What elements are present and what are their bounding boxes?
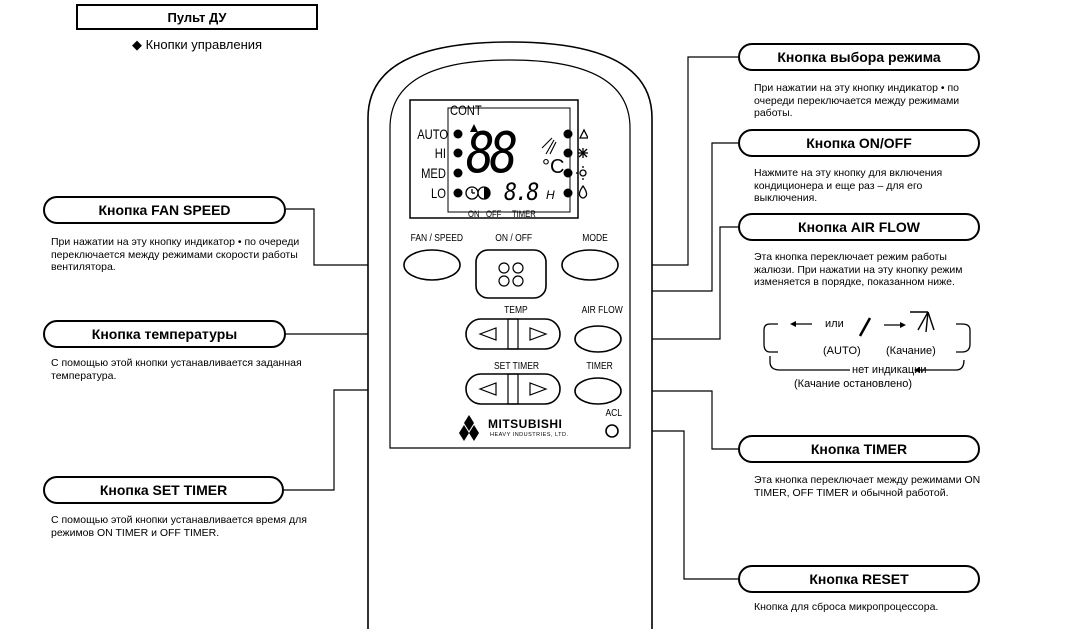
callout-temp-title: Кнопка температуры <box>43 320 286 348</box>
air-flow-button[interactable] <box>574 325 622 353</box>
acl-reset-button[interactable] <box>605 424 619 438</box>
label-on-off: ON / OFF <box>495 233 533 244</box>
snowflake-icon <box>578 148 588 158</box>
louver-swing-icon <box>910 311 935 333</box>
line-airflow <box>621 226 738 340</box>
on-off-circle-icon <box>498 262 510 274</box>
airflow-auto-label: (AUTO) <box>823 345 861 357</box>
callout-fan-speed-title: Кнопка FAN SPEED <box>43 196 286 224</box>
callout-reset-title: Кнопка RESET <box>738 565 980 593</box>
dot-auto-icon <box>453 129 463 139</box>
up-triangle-icon <box>470 124 478 132</box>
lcd-indicators <box>453 124 588 200</box>
callout-reset-text: Кнопка для сброса микропроцессора. <box>754 601 939 613</box>
brand-name: MITSUBISHI <box>488 417 563 431</box>
dot-med-icon <box>453 168 463 178</box>
callout-air-flow-title: Кнопка AIR FLOW <box>738 213 980 241</box>
airflow-swing-stopped: (Качание остановлено) <box>794 378 913 390</box>
on-off-button[interactable] <box>475 249 547 299</box>
callout-on-off-title: Кнопка ON/OFF <box>738 129 980 157</box>
label-air-flow: AIR FLOW <box>581 305 623 316</box>
callout-timer-text: Эта кнопка переключает между режимами ON… <box>754 474 981 499</box>
label-acl: ACL <box>605 408 622 419</box>
set-timer-up-icon[interactable] <box>529 382 548 396</box>
lcd-off-label: OFF <box>486 209 502 219</box>
dot-hi-icon <box>453 148 463 158</box>
callout-mode-text: При нажатии на эту кнопку индикатор • по… <box>754 82 960 119</box>
lcd-cont-label: CONT <box>450 102 482 118</box>
airflow-cycle-diagram <box>763 311 971 373</box>
callout-mode-title: Кнопка выбора режима <box>738 43 980 71</box>
dot-lo-icon <box>453 188 463 198</box>
drop-icon <box>578 184 588 199</box>
lcd-temp-unit: °C <box>542 156 565 178</box>
lcd-timer-unit: H <box>546 188 555 202</box>
lcd-on-label: ON <box>468 209 480 219</box>
fan-speed-button[interactable] <box>403 249 461 281</box>
set-timer-down-icon[interactable] <box>478 382 497 396</box>
line-fanspeed <box>286 208 404 266</box>
lcd-timer-digits: 8.8 <box>504 178 539 206</box>
page-title: Пульт ДУ <box>76 4 318 30</box>
remote-buttons <box>403 249 622 438</box>
callout-air-flow-text: Эта кнопка переключает режим работы жалю… <box>754 251 963 288</box>
line-timer <box>621 390 738 450</box>
callout-set-timer-title: Кнопка SET TIMER <box>43 476 284 504</box>
callout-fan-speed-text: При нажатии на эту кнопку индикатор • по… <box>51 236 300 273</box>
sun-icon <box>576 166 587 180</box>
label-temp: TEMP <box>504 305 528 316</box>
label-set-timer: SET TIMER <box>493 361 540 372</box>
label-timer: TIMER <box>586 361 613 372</box>
callout-on-off-text: Нажмите на эту кнопку для включения конд… <box>754 167 943 204</box>
lcd-temp-digits: 88 <box>466 121 518 186</box>
label-fan-speed: FAN / SPEED <box>410 233 464 244</box>
mitsubishi-logo-icon <box>459 415 479 441</box>
mode-button[interactable] <box>561 249 619 281</box>
airflow-swing-label: (Качание) <box>886 345 936 357</box>
callout-timer-title: Кнопка TIMER <box>738 435 980 463</box>
callout-temp-text: С помощью этой кнопки устанавливается за… <box>51 357 302 382</box>
airflow-or: или <box>825 318 844 330</box>
fan-flap-icon <box>541 137 557 155</box>
lcd-fan-hi: HI <box>434 145 446 161</box>
section-subtitle: ◆ Кнопки управления <box>132 37 263 52</box>
louver-auto-icon <box>858 317 872 337</box>
lcd-fan-auto: AUTO <box>417 126 449 142</box>
callout-set-timer-text: С помощью этой кнопки устанавливается вр… <box>51 514 307 539</box>
temp-up-icon[interactable] <box>529 327 548 341</box>
label-mode: MODE <box>582 233 608 244</box>
brand-sub: HEAVY INDUSTRIES, LTD. <box>490 432 569 438</box>
timer-button[interactable] <box>574 377 622 405</box>
temp-down-icon[interactable] <box>478 327 497 341</box>
lcd-timer-label: TIMER <box>512 209 536 219</box>
lcd-fan-med: MED <box>421 165 446 181</box>
airflow-no-indication: нет индикации <box>852 364 927 376</box>
lcd-fan-lo: LO <box>431 185 446 201</box>
auto-mode-icon <box>578 128 588 139</box>
